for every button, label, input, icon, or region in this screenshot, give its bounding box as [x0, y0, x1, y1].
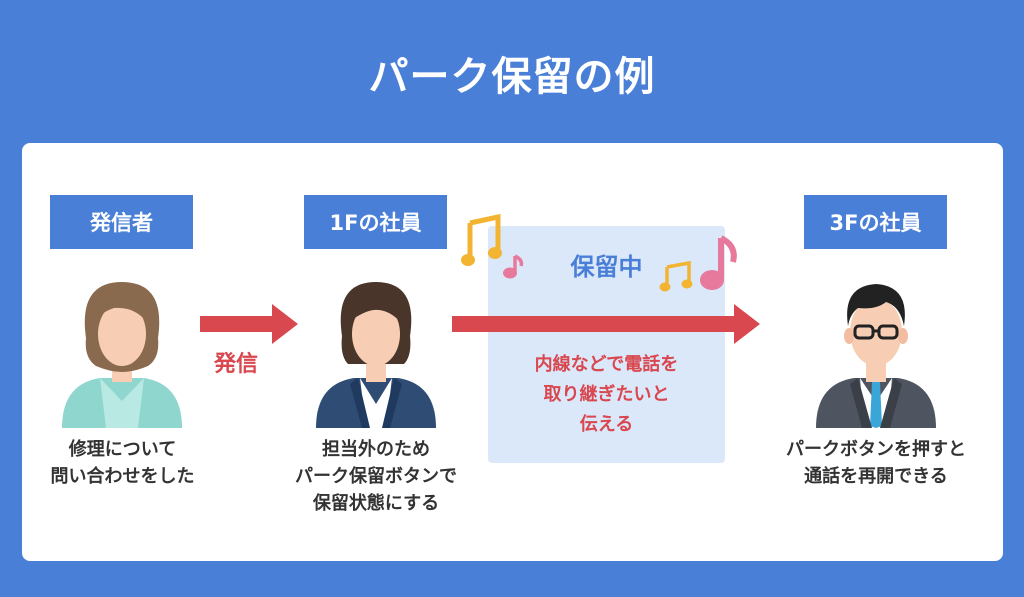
music-note-icon — [461, 213, 502, 266]
person-staff-1f — [316, 282, 436, 428]
caption-3f-line-1: パークボタンを押すと — [786, 439, 966, 460]
caption-staff-3f: パークボタンを押すと 通話を再開できる — [760, 436, 992, 490]
label-staff-3f: 3Fの社員 — [804, 195, 947, 249]
hold-desc-line-3: 伝える — [579, 414, 634, 435]
caption-caller-line-2: 問い合わせをした — [50, 466, 195, 487]
music-note-icon — [700, 235, 737, 290]
hold-desc-line-2: 取り継ぎたいと — [543, 384, 670, 405]
page-title: パーク保留の例 — [368, 54, 656, 100]
caption-3f-line-2: 通話を再開できる — [804, 466, 948, 487]
caption-1f-line-3: 保留状態にする — [312, 493, 440, 514]
arrow-1f-to-3f — [452, 304, 760, 344]
caption-1f-line-1: 担当外のため — [322, 439, 430, 460]
music-note-icon — [503, 254, 524, 279]
arrow-label-send: 発信 — [213, 352, 258, 377]
person-staff-3f — [816, 284, 936, 428]
music-note-icon — [659, 260, 693, 292]
caption-caller-line-1: 修理について — [68, 439, 177, 460]
arrow-caller-to-1f — [200, 304, 298, 344]
person-caller — [62, 282, 182, 428]
hold-desc-line-1: 内線などで電話を — [534, 354, 679, 375]
hold-title: 保留中 — [570, 253, 643, 281]
label-staff-1f: 1Fの社員 — [304, 195, 447, 249]
caption-caller: 修理について 問い合わせをした — [20, 436, 225, 490]
label-caller: 発信者 — [50, 195, 193, 249]
caption-1f-line-2: パーク保留ボタンで — [295, 466, 457, 487]
hold-description: 内線などで電話を 取り継ぎたいと 伝える — [488, 350, 725, 440]
caption-staff-1f: 担当外のため パーク保留ボタンで 保留状態にする — [270, 436, 482, 517]
hold-area — [488, 226, 725, 463]
